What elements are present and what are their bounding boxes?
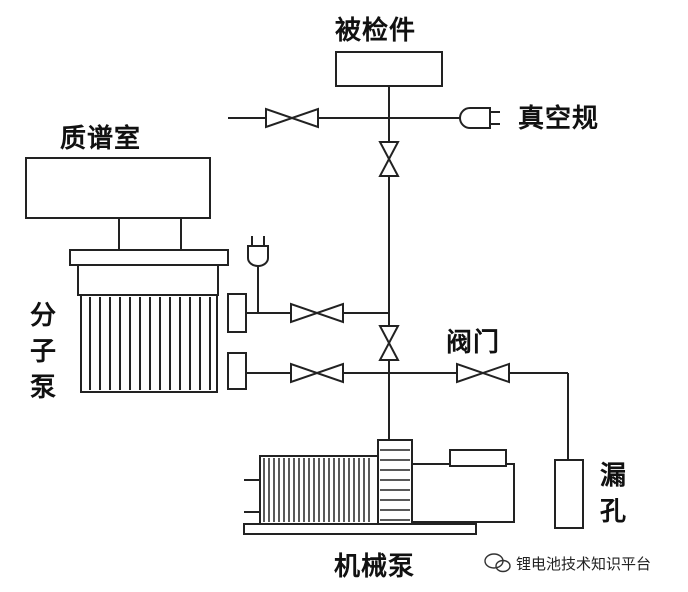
mech-pump-coupling — [377, 439, 413, 533]
vacuum-gauge-label: 真空规 — [518, 104, 600, 134]
chamber-neck — [118, 217, 182, 251]
molecular-pump-label: 分子泵 — [29, 301, 56, 403]
pump-gauge-icon — [247, 236, 269, 267]
leak-element — [554, 459, 584, 529]
watermark-text: 锂电池技术知识平台 — [516, 555, 652, 573]
pump-lower-port — [227, 352, 247, 390]
pump-upper-port — [227, 293, 247, 333]
valve-label: 阀门 — [446, 328, 501, 358]
mass-spec-chamber-label: 质谱室 — [60, 124, 142, 154]
test-piece-box — [335, 51, 443, 87]
valve-mid-vertical — [378, 325, 400, 361]
valve-leak-line — [456, 362, 510, 384]
valve-top-vertical — [378, 141, 400, 177]
wechat-icon — [484, 553, 511, 573]
mech-pump-top — [449, 449, 507, 467]
pump-flange — [69, 249, 229, 266]
leak-label: 漏孔 — [599, 461, 626, 527]
mech-pump-housing — [411, 463, 515, 523]
mass-spec-chamber-box — [25, 157, 211, 219]
test-piece-label: 被检件 — [335, 16, 417, 46]
mech-pump-base — [243, 523, 477, 535]
valve-upper-foreline — [290, 302, 344, 324]
mech-pump-motor — [259, 455, 381, 525]
pump-collar — [77, 264, 219, 296]
vacuum-gauge-icon — [459, 107, 500, 129]
valve-lower-foreline — [290, 362, 344, 384]
mechanical-pump-label: 机械泵 — [334, 552, 416, 582]
valve-top-horizontal — [265, 107, 319, 129]
